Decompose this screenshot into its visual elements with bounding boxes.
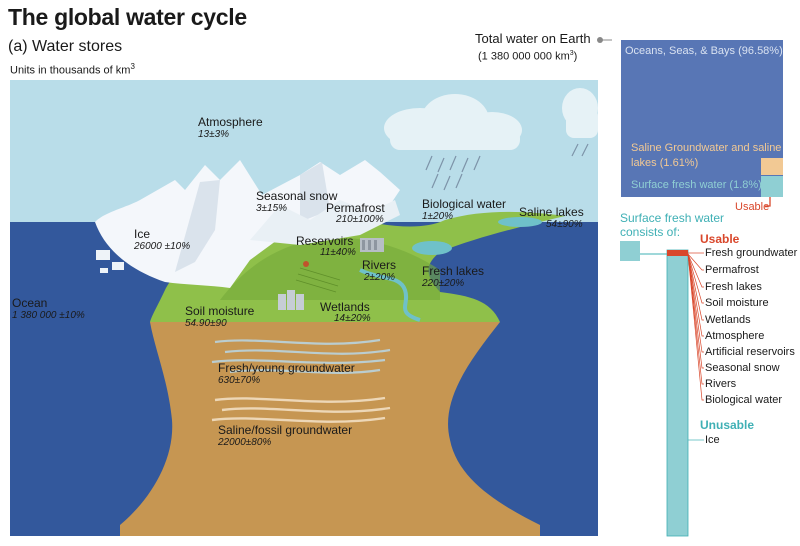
permafrost-label: Permafrost <box>326 201 385 215</box>
rivers-label: Rivers <box>362 258 397 272</box>
total-value-text: (1 380 000 000 km <box>478 50 570 63</box>
seasonal-snow-value: 3±15% <box>256 203 288 214</box>
breakdown-heading-line1: Surface fresh water <box>620 211 725 225</box>
seasonal-snow <box>250 200 400 245</box>
saline-groundwater-value: 22000±80% <box>218 437 272 448</box>
saline-box <box>761 158 783 175</box>
land-hills <box>220 237 440 300</box>
saline-lakes-label: Saline lakes <box>519 205 584 219</box>
section-subtitle: (a) Water stores <box>8 38 123 55</box>
total-water-value: (1 380 000 000 km3) <box>478 50 577 63</box>
usable-item: Soil moisture <box>705 297 769 309</box>
units-text: Units in thousands of km <box>10 64 131 77</box>
ocean-label: Ocean <box>12 296 48 310</box>
rain-icon <box>571 143 589 157</box>
usable-heading: Usable <box>700 232 740 246</box>
fresh-lakes-label: Fresh lakes <box>422 264 485 278</box>
ice-shadow <box>300 162 330 222</box>
fresh-groundwater-value: 630±70% <box>218 375 261 386</box>
ice-shadow <box>175 180 220 272</box>
rain-icon <box>425 155 481 191</box>
usable-item: Rivers <box>705 378 737 390</box>
usable-item: Biological water <box>705 394 783 406</box>
permafrost-value: 210±100% <box>336 214 384 225</box>
surface-fresh-small-box <box>620 241 640 261</box>
biological-water-value: 1±20% <box>422 211 454 222</box>
reservoirs-label: Reservoirs <box>296 234 354 248</box>
surface-fresh-box-label: Surface fresh water (1.8%) <box>631 179 762 191</box>
fresh-lake <box>412 241 452 255</box>
total-value-sup: 3 <box>569 50 574 57</box>
units-sup: 3 <box>130 62 135 71</box>
surface-fresh-box <box>761 176 783 197</box>
usable-item: Wetlands <box>705 314 751 326</box>
usable-item: Artificial reservoirs <box>705 346 795 358</box>
usable-item: Permafrost <box>705 264 759 276</box>
seasonal-snow-label: Seasonal snow <box>256 189 338 203</box>
atmosphere-value: 13±3% <box>198 129 230 140</box>
city-buildings <box>278 290 304 310</box>
breakdown-heading-line2: consists of: <box>620 225 681 239</box>
reservoirs-value: 11±40% <box>320 247 356 258</box>
saline-box-label-line1: Saline Groundwater and saline <box>631 142 782 154</box>
usable-item: Fresh lakes <box>705 281 762 293</box>
total-value-suffix: ) <box>573 50 578 63</box>
cloud-icon <box>562 88 598 138</box>
units-note: Units in thousands of km3 <box>10 62 135 77</box>
wetlands-value: 14±20% <box>334 313 371 324</box>
saline-groundwater-label: Saline/fossil groundwater <box>218 423 353 437</box>
ground-cross-section <box>120 322 540 536</box>
tree-icon <box>303 261 309 267</box>
cloud-icon <box>384 94 522 150</box>
saline-box-label-line2: lakes (1.61%) <box>631 157 699 169</box>
iceberg <box>96 250 124 273</box>
usable-item: Fresh groundwater <box>705 247 798 259</box>
rivers-value: 2±20% <box>364 272 396 283</box>
ocean-value: 1 380 000 ±10% <box>12 310 85 321</box>
river <box>359 268 421 322</box>
saline-lake <box>498 217 542 227</box>
total-water-title: Total water on Earth <box>475 31 591 46</box>
fresh-lakes-value: 220±20% <box>422 278 465 289</box>
usable-bar <box>667 250 688 256</box>
total-pointer-dot <box>597 37 603 43</box>
soil-moisture-label: Soil moisture <box>185 304 255 318</box>
unusable-heading: Unusable <box>700 418 755 432</box>
atmosphere-label: Atmosphere <box>198 115 263 129</box>
oceans-box-label: Oceans, Seas, & Bays (96.58%) <box>625 45 783 57</box>
ice-label: Ice <box>134 227 151 241</box>
fresh-groundwater-band <box>211 338 391 374</box>
usable-leader-lines <box>687 252 704 401</box>
unusable-bar <box>666 249 689 537</box>
soil-moisture-value: 54.90±90 <box>185 318 227 329</box>
biological-water-label: Biological water <box>422 197 507 211</box>
usable-bracket <box>765 197 771 207</box>
saline-lakes-value: 54±90% <box>546 219 583 230</box>
usable-item: Atmosphere <box>705 330 765 342</box>
oceans-box <box>621 40 783 197</box>
page-title: The global water cycle <box>8 4 247 30</box>
saline-groundwater-band <box>211 396 391 423</box>
usable-bracket-label: Usable <box>735 201 770 213</box>
wetlands-label: Wetlands <box>320 300 370 314</box>
ice-value: 26000 ±10% <box>134 241 191 252</box>
fresh-groundwater-label: Fresh/young groundwater <box>218 361 355 375</box>
farm-fields <box>295 267 341 293</box>
unusable-item: Ice <box>705 434 720 446</box>
reservoir-building <box>360 238 384 252</box>
usable-item: Seasonal snow <box>705 362 780 374</box>
